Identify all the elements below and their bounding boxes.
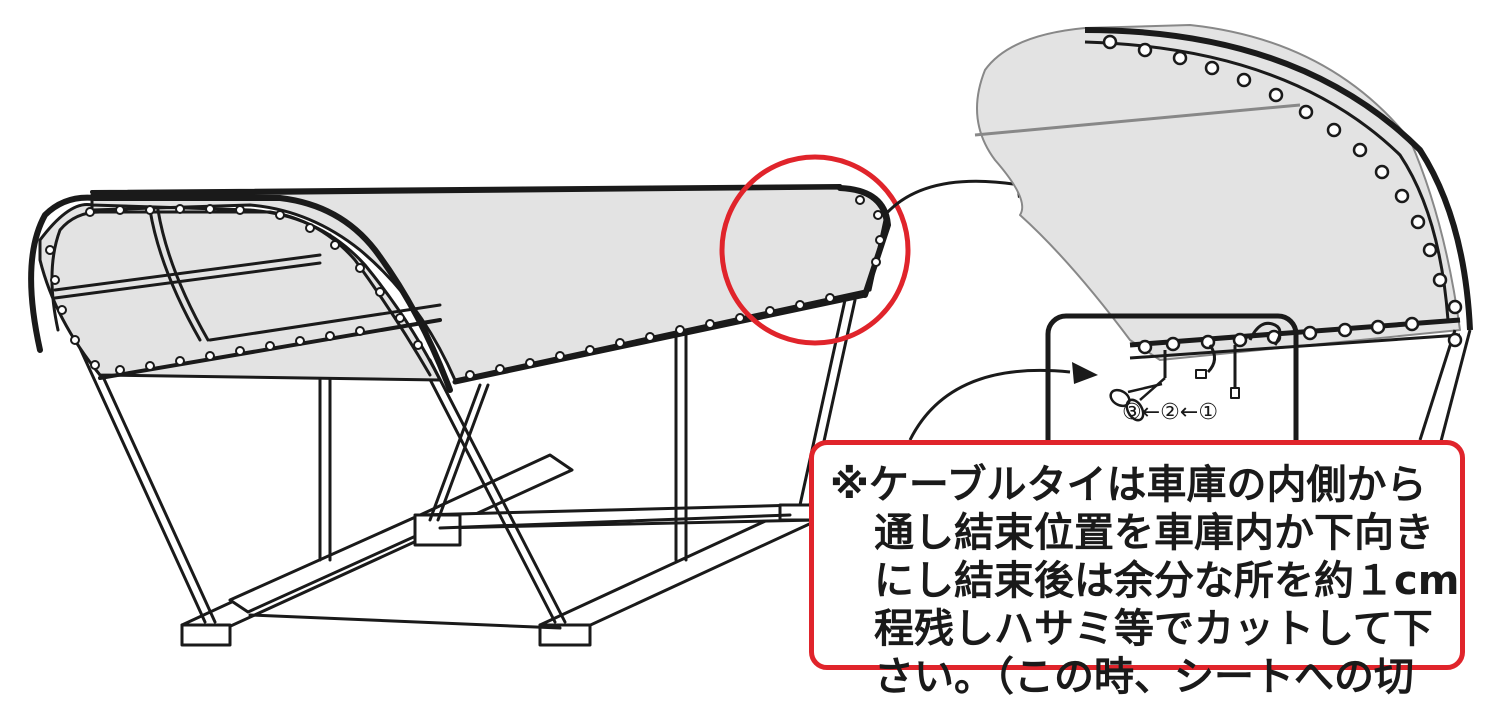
detail-sheet [976,24,1461,361]
cable-ties-row [45,195,885,380]
carport-illustration [28,184,891,647]
front-arch [28,194,453,393]
note-line-5: さい。（この時、シートへの切 [874,654,1414,700]
note-line-4: 程残しハサミ等でカットして下 [874,606,1433,652]
cable-tie-loop [1248,321,1282,346]
detail-highlight-circle [719,154,911,346]
assembly-diagram [28,24,1473,647]
note-line-3: にし結束後は余分な所を約１cm [874,558,1460,604]
note-line-1: ※ケーブルタイは車庫の内側から [830,462,1427,508]
inset-arrow [908,368,1071,441]
rear-arch [837,185,891,298]
scissors-icon [1109,377,1166,422]
cable-tie-note: ※ケーブルタイは車庫の内側から 通し結束位置を車庫内か下向き にし結束後は余分な… [809,440,1465,700]
detail-arrow [883,179,1021,216]
cut-step-sequence: ③←②←① [1122,400,1219,425]
base-frame [180,453,822,647]
detail-view [974,24,1473,446]
note-line-2: 通し結束位置を車庫内か下向き [874,510,1434,556]
